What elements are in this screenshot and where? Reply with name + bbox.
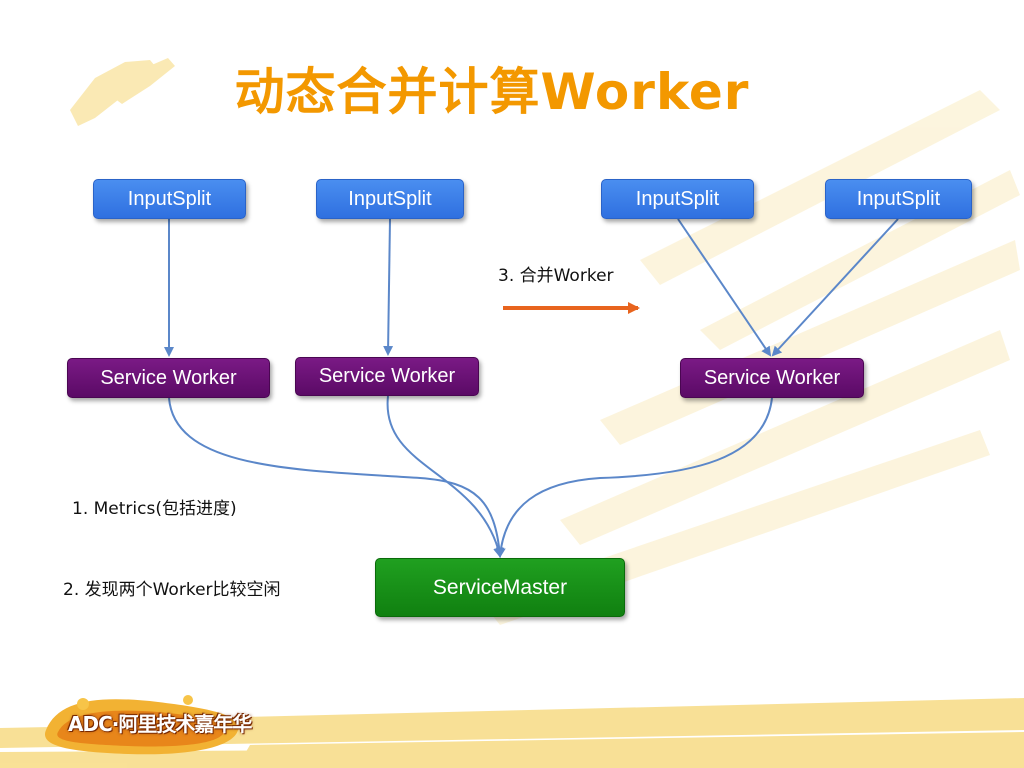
input-split-box-2: InputSplit [316,179,464,219]
merge-worker-note: 3. 合并Worker [498,266,614,286]
service-worker-box-1: Service Worker [67,358,270,398]
metrics-note: 1. Metrics(包括进度) [72,499,237,519]
slide-title: 动态合并计算Worker [234,63,750,121]
service-worker-box-2: Service Worker [295,357,479,396]
worker1-to-master-curve [168,397,505,558]
idle-workers-note: 2. 发现两个Worker比较空闲 [63,580,281,600]
worker3-to-master-curve [495,397,773,558]
input-split-box-4: InputSplit [825,179,972,219]
input-split-box-3: InputSplit [601,179,754,219]
split3-to-worker3-arrow [677,218,772,357]
service-master-box: ServiceMaster [375,558,625,617]
split4-to-worker3-arrow [771,218,899,357]
split2-to-worker2-arrow [383,218,394,356]
worker2-to-master-curve [386,395,504,558]
input-split-box-1: InputSplit [93,179,246,219]
logo-text: ADC·阿里技术嘉年华 [68,712,252,736]
adc-logo: ADC·阿里技术嘉年华 [38,690,252,760]
service-worker-box-3: Service Worker [680,358,864,398]
